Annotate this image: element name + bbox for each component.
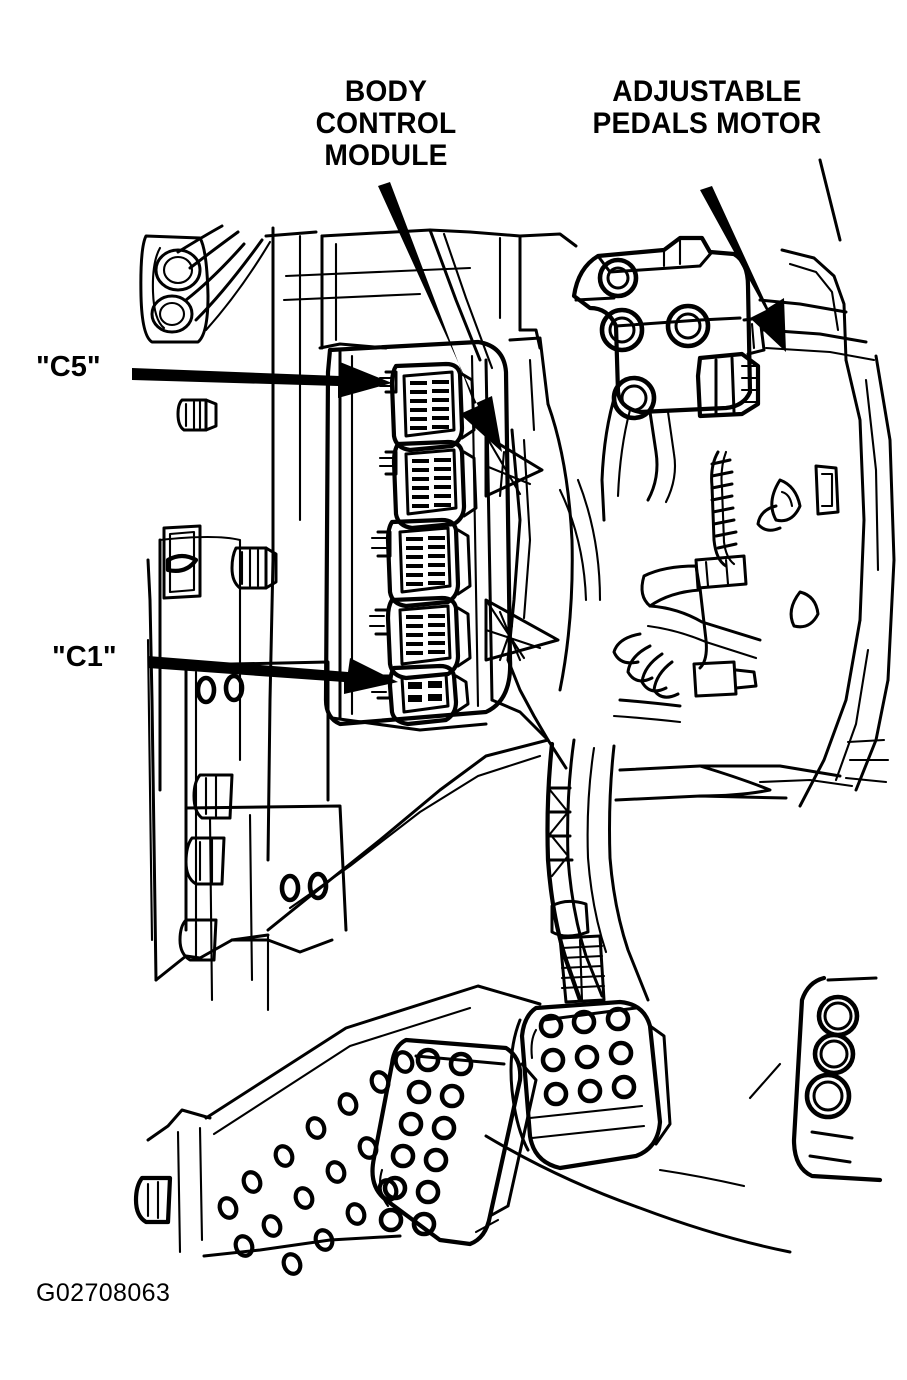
- wire-grommets: [139, 224, 272, 344]
- steering-column-area: [614, 158, 896, 808]
- callout-label-body-control-module: BODY CONTROL MODULE: [315, 75, 457, 172]
- dead-pedal-footrest: [202, 984, 542, 1276]
- c5-leader-arrow: [132, 362, 392, 398]
- callout-label-c5: "C5": [36, 351, 101, 383]
- pedal-linkage: [612, 450, 762, 724]
- brake-pedal-pad: [509, 999, 672, 1171]
- apm-leader-arrow: [700, 186, 786, 352]
- connector-c3: [370, 517, 472, 609]
- floor-lines: [484, 1134, 792, 1254]
- parking-brake-pedal: [748, 975, 883, 1183]
- dash-structure: [264, 228, 578, 370]
- figure-id-code: G02708063: [36, 1279, 171, 1307]
- connector-c5: [378, 361, 476, 453]
- bcm-leader-arrow: [378, 182, 502, 452]
- callout-label-adjustable-pedals-motor: ADJUSTABLE PEDALS MOTOR: [592, 75, 822, 140]
- callout-label-c1: "C1": [52, 641, 117, 673]
- leader-arrows: [132, 182, 786, 694]
- adjustable-pedals-motor: [571, 235, 766, 522]
- connector-c4: [378, 439, 478, 531]
- brake-pedal-arm: [545, 738, 650, 1004]
- left-fasteners: [133, 398, 329, 1225]
- connector-c2: [368, 595, 472, 681]
- body-control-module: [323, 339, 513, 732]
- c1-leader-arrow: [148, 656, 398, 694]
- left-kick-panel: [146, 226, 348, 1254]
- firewall-carpet: [266, 328, 602, 932]
- accelerator-pedal-pad: [370, 1037, 538, 1247]
